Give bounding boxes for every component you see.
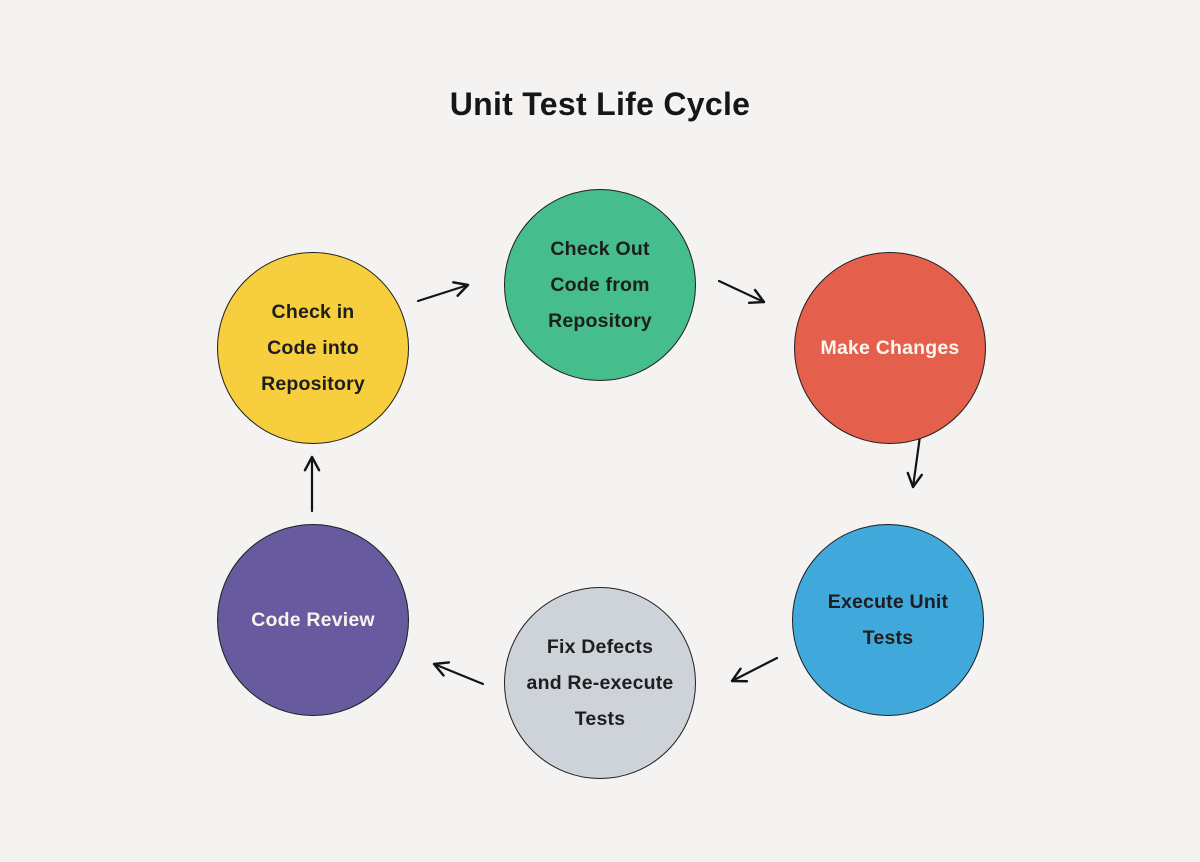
node-check-in-code-into-repository: Check in Code into Repository [217, 252, 409, 444]
arrow-make-changes-to-execute-unit-tests [906, 434, 923, 489]
node-label-line: Repository [548, 310, 652, 332]
node-fix-defects-and-reexecute-tests: Fix Defects and Re-execute Tests [504, 587, 696, 779]
node-label-line: Fix Defects [546, 636, 654, 658]
node-label-line: Tests [574, 708, 626, 730]
node-label-line: Make Changes [820, 337, 960, 359]
node-label-line: Code from [550, 274, 650, 296]
node-label-line: Code Review [251, 609, 375, 631]
node-label-line: Tests [862, 627, 914, 649]
arrow-execute-unit-tests-to-fix-defects [730, 656, 779, 683]
node-label-line: Repository [261, 373, 365, 395]
diagram-title: Unit Test Life Cycle [449, 86, 751, 122]
node-label-line: Execute Unit [827, 591, 949, 613]
node-label-line: Check Out [550, 238, 650, 260]
arrow-fix-defects-to-code-review [432, 661, 485, 686]
arrow-check-out-to-make-changes [717, 279, 766, 305]
node-code-review: Code Review [217, 524, 409, 716]
node-make-changes: Make Changes [794, 252, 986, 444]
node-execute-unit-tests: Execute Unit Tests [792, 524, 984, 716]
node-label-line: Check in [271, 301, 355, 323]
arrow-check-in-to-check-out [416, 281, 470, 303]
node-check-out-code-from-repository: Check Out Code from Repository [504, 189, 696, 381]
node-label-line: and Re-execute [526, 672, 674, 694]
node-label-line: Code into [267, 337, 359, 359]
